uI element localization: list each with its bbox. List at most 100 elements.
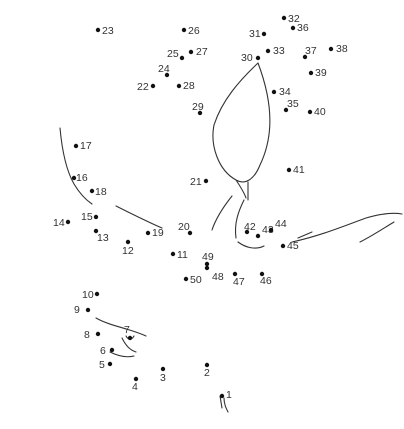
dot-marker (160, 366, 166, 372)
dot-number-label: 49 (202, 251, 214, 263)
dot-number-label: 44 (275, 218, 287, 230)
dot-9: 9 (74, 304, 91, 316)
dot-number-label: 31 (249, 28, 261, 40)
dot-number-label: 8 (84, 329, 90, 341)
dot-46: 46 (259, 271, 272, 287)
dot-number-label: 1 (226, 389, 232, 401)
dot-47: 47 (232, 271, 245, 288)
dot-marker (308, 70, 314, 76)
dot-marker (93, 228, 99, 234)
dot-marker (164, 72, 170, 78)
dot-number-label: 42 (244, 221, 256, 233)
dot-marker (94, 291, 100, 297)
dot-number-label: 25 (167, 48, 179, 60)
left-limb (115, 205, 163, 229)
dot-number-label: 21 (190, 176, 202, 188)
dot-marker (204, 265, 210, 271)
dot-marker (204, 261, 210, 267)
dot-number-label: 50 (190, 274, 202, 286)
dot-marker (283, 107, 289, 113)
dot-marker (259, 271, 265, 277)
body-rear (234, 199, 245, 239)
dot-number-label: 47 (233, 276, 245, 288)
wing-outline (212, 62, 271, 183)
dot-marker (255, 55, 261, 61)
dot-marker (183, 276, 189, 282)
dot-number-label: 9 (74, 304, 80, 316)
dot-39: 39 (308, 67, 327, 79)
dot-42: 42 (244, 221, 256, 235)
dot-13: 13 (93, 228, 109, 244)
dot-marker (286, 167, 292, 173)
dot-number-label: 15 (81, 211, 93, 223)
dot-19: 19 (145, 227, 164, 239)
dot-12: 12 (122, 239, 134, 257)
dot-marker (232, 271, 238, 277)
dot-marker (281, 15, 287, 21)
dot-number-label: 3 (160, 372, 166, 384)
dot-number-label: 46 (260, 275, 272, 287)
dot-number-label: 40 (314, 106, 326, 118)
dot-marker (89, 188, 95, 194)
dot-40: 40 (307, 106, 326, 118)
dot-17: 17 (73, 140, 92, 152)
dot-marker (71, 175, 77, 181)
dot-marker (176, 83, 182, 89)
dot-number-label: 6 (100, 345, 106, 357)
dot-33: 33 (265, 45, 285, 57)
dot-number-label: 2 (204, 367, 210, 379)
dot-marker (187, 230, 193, 236)
dot-14: 14 (53, 217, 71, 229)
dot-marker (328, 46, 334, 52)
dot-marker (181, 27, 187, 33)
dot-number-label: 19 (152, 227, 164, 239)
dot-number-label: 20 (178, 221, 190, 233)
dot-1: 1 (219, 389, 232, 401)
dot-49: 49 (202, 251, 214, 267)
dot-marker (95, 331, 101, 337)
foot-mark (219, 395, 229, 413)
dot-11: 11 (170, 249, 188, 261)
dot-24: 24 (158, 63, 170, 78)
dot-34: 34 (271, 86, 291, 98)
dot-23: 23 (95, 25, 114, 37)
dot-50: 50 (183, 274, 202, 286)
dot-25: 25 (167, 48, 185, 61)
face-mouth (109, 351, 135, 358)
dot-number-label: 18 (95, 186, 107, 198)
dot-18: 18 (89, 186, 107, 198)
dot-marker (280, 243, 286, 249)
dot-marker (109, 347, 115, 353)
dot-45: 45 (280, 240, 299, 252)
dot-27: 27 (188, 46, 208, 58)
dot-37: 37 (302, 45, 317, 60)
dot-number-label: 35 (287, 98, 299, 110)
dot-15: 15 (81, 211, 99, 223)
dot-marker (150, 83, 156, 89)
dot-marker (268, 227, 274, 233)
dot-number-label: 41 (293, 164, 305, 176)
dot-number-label: 34 (279, 86, 291, 98)
dot-marker (170, 251, 176, 257)
dot-number-label: 12 (122, 245, 134, 257)
dot-marker (255, 233, 261, 239)
dot-number-label: 38 (336, 43, 348, 55)
dot-number-label: 45 (287, 240, 299, 252)
dot-marker (125, 239, 131, 245)
dot-20: 20 (178, 221, 193, 236)
dot-marker (145, 230, 151, 236)
dot-10: 10 (82, 289, 100, 301)
dot-number-label: 37 (305, 45, 317, 57)
dot-marker (290, 25, 296, 31)
dot-number-label: 14 (53, 217, 65, 229)
dot-16: 16 (71, 172, 88, 184)
dot-8: 8 (84, 329, 101, 341)
wing-stem (235, 179, 249, 201)
lower-leg (237, 231, 313, 249)
dot-number-label: 22 (137, 81, 149, 93)
dot-36: 36 (290, 22, 309, 34)
body-front (211, 195, 233, 231)
dot-number-label: 43 (262, 224, 274, 236)
